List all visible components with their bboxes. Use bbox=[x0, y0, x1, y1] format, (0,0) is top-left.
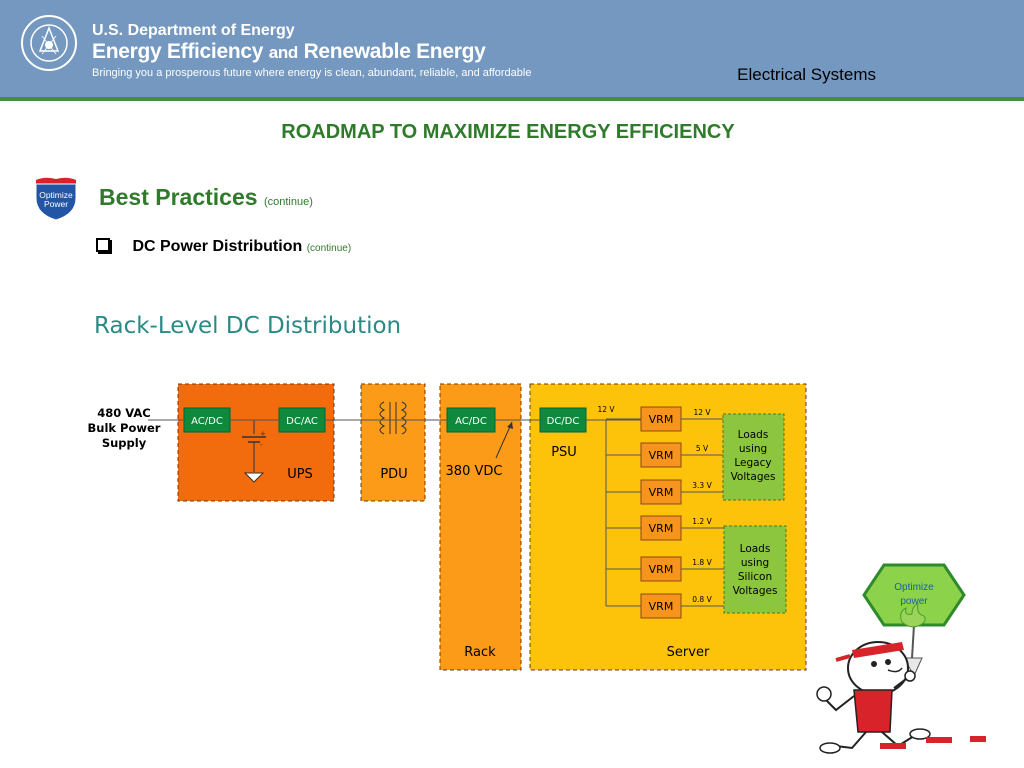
vrm-group: VRM 12 V VRM 5 V VRM 3.3 V VRM 1.2 V VRM 1.8 V VRM… bbox=[606, 406, 724, 619]
legacy-loads-line1: Loads bbox=[738, 429, 769, 441]
input-label-line2: Bulk Power bbox=[88, 421, 161, 435]
legacy-loads-line2: using bbox=[739, 443, 767, 455]
svg-text:-: - bbox=[260, 441, 263, 449]
sign-line1: Optimize bbox=[894, 582, 934, 593]
optimize-power-shield-icon: Optimize Power bbox=[35, 177, 77, 221]
shield-line1: Optimize bbox=[39, 190, 73, 200]
tagline: Bringing you a prosperous future where e… bbox=[92, 67, 532, 79]
bullet-item: DC Power Distribution (continue) bbox=[96, 237, 352, 256]
ups-label: UPS bbox=[287, 467, 313, 482]
vrm-voltage-label: 1.2 V bbox=[692, 517, 712, 526]
vrm-box bbox=[640, 515, 682, 541]
shield-line2: Power bbox=[44, 199, 68, 209]
ups-acdc-label: AC/DC bbox=[191, 416, 223, 427]
legacy-loads-line4: Voltages bbox=[731, 471, 776, 483]
vrm-box bbox=[640, 556, 682, 582]
header-banner: U.S. Department of Energy Energy Efficie… bbox=[0, 0, 1024, 101]
vrm-label: VRM bbox=[649, 486, 674, 499]
bus-pointer-line bbox=[495, 421, 513, 459]
psu-dcdc-label: DC/DC bbox=[547, 416, 580, 427]
vrm-label: VRM bbox=[649, 563, 674, 576]
vrm-box bbox=[640, 406, 682, 432]
office-name-and: and bbox=[268, 43, 299, 62]
heading-suffix: (continue) bbox=[263, 196, 313, 208]
section-label: Electrical Systems bbox=[737, 65, 876, 84]
bullet-suffix: (continue) bbox=[306, 243, 352, 254]
ups-acdc-block bbox=[183, 407, 231, 433]
vrm-voltage-label: 0.8 V bbox=[692, 595, 712, 604]
rack-label: Rack bbox=[464, 645, 496, 660]
server-label: Server bbox=[667, 645, 710, 660]
vrm-box bbox=[640, 479, 682, 505]
legacy-loads-line3: Legacy bbox=[734, 457, 771, 469]
vrm-box bbox=[640, 442, 682, 468]
best-practices-heading: Best Practices (continue) bbox=[99, 184, 313, 211]
vrm-voltage-label: 5 V bbox=[696, 444, 709, 453]
org-name: U.S. Department of Energy bbox=[92, 22, 295, 39]
input-label-line1: 480 VAC bbox=[97, 406, 150, 420]
bus-voltage-label: 380 VDC bbox=[446, 464, 503, 479]
psu-output-voltage: 12 V bbox=[597, 405, 615, 414]
silicon-loads-box bbox=[723, 525, 787, 614]
silicon-loads-line2: using bbox=[741, 557, 769, 569]
page-title: ROADMAP TO MAXIMIZE ENERGY EFFICIENCY bbox=[281, 121, 735, 143]
pdu-label: PDU bbox=[380, 467, 407, 482]
pdu-container bbox=[360, 383, 426, 502]
optimize-power-sign bbox=[862, 563, 966, 627]
vrm-voltage-label: 1.8 V bbox=[692, 558, 712, 567]
psu-label: PSU bbox=[551, 445, 577, 460]
battery-icon: + - bbox=[242, 420, 266, 483]
transformer-icon bbox=[379, 401, 407, 435]
vrm-label: VRM bbox=[649, 522, 674, 535]
doe-seal-icon bbox=[21, 15, 77, 71]
svg-text:+: + bbox=[260, 430, 266, 438]
office-name-part2: Renewable Energy bbox=[303, 40, 486, 63]
ups-dcac-label: DC/AC bbox=[286, 416, 318, 427]
vrm-label: VRM bbox=[649, 449, 674, 462]
vrm-label: VRM bbox=[649, 600, 674, 613]
vrm-voltage-label: 3.3 V bbox=[692, 481, 712, 490]
rack-acdc-label: AC/DC bbox=[455, 416, 487, 427]
office-name: Energy Efficiency and Renewable Energy bbox=[92, 40, 486, 64]
silicon-loads-line1: Loads bbox=[740, 543, 771, 555]
vrm-label: VRM bbox=[649, 413, 674, 426]
checkbox-bullet-icon bbox=[96, 237, 110, 252]
heading-text: Best Practices bbox=[99, 184, 258, 210]
bullet-text: DC Power Distribution bbox=[132, 238, 303, 255]
sign-line2: power bbox=[900, 596, 928, 607]
rack-dc-distribution-diagram: 480 VAC Bulk Power Supply AC/DC DC/AC + … bbox=[88, 383, 807, 671]
ups-dcac-block bbox=[278, 407, 326, 433]
office-name-part1: Energy Efficiency bbox=[92, 40, 264, 63]
runner-mascot-illustration: Optimize power bbox=[816, 563, 986, 754]
bus-pointer-arrow-icon bbox=[507, 422, 513, 429]
legacy-loads-box bbox=[722, 413, 785, 501]
vrm-voltage-label: 12 V bbox=[693, 408, 711, 417]
silicon-loads-line4: Voltages bbox=[733, 585, 778, 597]
diagram-subtitle: Rack-Level DC Distribution bbox=[94, 313, 402, 339]
vrm-box bbox=[640, 593, 682, 619]
silicon-loads-line3: Silicon bbox=[738, 571, 772, 583]
input-label-line3: Supply bbox=[102, 436, 147, 450]
